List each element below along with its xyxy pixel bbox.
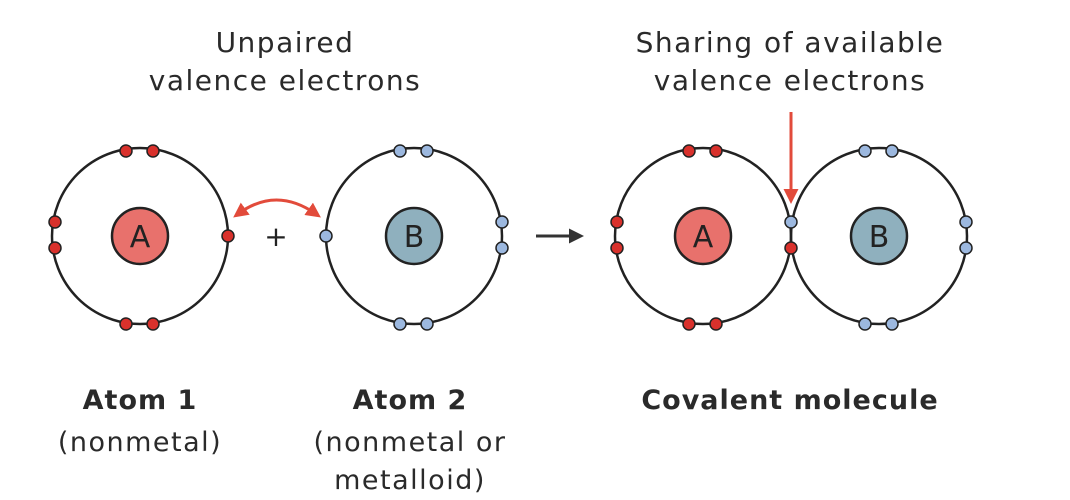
electron: [119, 317, 133, 331]
plus-sign: +: [264, 220, 287, 253]
molecule-atom-a-symbol: A: [693, 220, 714, 255]
electron: [393, 144, 407, 158]
atom-2-nucleus: [384, 206, 444, 266]
unpaired-electrons-line-2: valence electrons: [148, 64, 422, 97]
atom-1-subtitle: (nonmetal): [20, 424, 260, 462]
electron: [420, 144, 434, 158]
unpaired-electrons-label: Unpaired valence electrons: [120, 24, 450, 100]
electron: [146, 317, 160, 331]
electron: [610, 241, 624, 255]
electron: [709, 144, 723, 158]
atom-1-nucleus: [110, 206, 170, 266]
atom-2-title: Atom 2: [352, 385, 468, 416]
electron: [48, 241, 62, 255]
atom-2-subtitle: (nonmetal or metalloid): [280, 424, 540, 500]
shared-electron-blue: [784, 215, 798, 229]
electron: [885, 144, 899, 158]
molecule-atom-b-nucleus: [849, 206, 909, 266]
electron: [885, 317, 899, 331]
electron: [495, 215, 509, 229]
atom-2-symbol: B: [404, 220, 425, 255]
molecule-atom-a-nucleus: [673, 206, 733, 266]
atom-2-subtitle-line-1: (nonmetal or: [313, 427, 507, 458]
electron: [682, 144, 696, 158]
shared-electron-red: [784, 241, 798, 255]
atom-1-title: Atom 1: [82, 385, 198, 416]
electron: [682, 317, 696, 331]
molecule-atom-a-electrons: [610, 144, 798, 331]
electron-exchange-arrow: [233, 198, 321, 218]
unpaired-electron: [221, 229, 235, 243]
atom-2: B: [319, 144, 509, 331]
unpaired-electrons-line-1: Unpaired: [215, 26, 355, 59]
electron: [959, 241, 973, 255]
molecule-atom-b-symbol: B: [869, 220, 890, 255]
electron: [393, 317, 407, 331]
electron: [959, 215, 973, 229]
molecule-atom-b-electrons: [784, 144, 973, 331]
atom-2-subtitle-line-2: metalloid): [334, 465, 486, 496]
electron: [610, 215, 624, 229]
sharing-electrons-line-1: Sharing of available: [635, 26, 945, 59]
electron: [495, 241, 509, 255]
electron: [709, 317, 723, 331]
molecule-atom-b-shell: [789, 146, 969, 326]
atom-1-symbol: A: [130, 220, 151, 255]
atom-1-subtitle-line-1: (nonmetal): [57, 427, 223, 458]
electron: [119, 144, 133, 158]
atom-1: A: [48, 144, 235, 331]
covalent-molecule: A B: [610, 144, 973, 331]
unpaired-electron: [319, 229, 333, 243]
atom-2-electrons: [319, 144, 509, 331]
covalent-molecule-title: Covalent molecule: [641, 385, 939, 416]
atom-1-electrons: [48, 144, 235, 331]
sharing-electrons-line-2: valence electrons: [653, 64, 927, 97]
electron: [146, 144, 160, 158]
sharing-electrons-label: Sharing of available valence electrons: [605, 24, 975, 100]
electron: [48, 215, 62, 229]
electron: [420, 317, 434, 331]
electron: [858, 144, 872, 158]
electron: [858, 317, 872, 331]
